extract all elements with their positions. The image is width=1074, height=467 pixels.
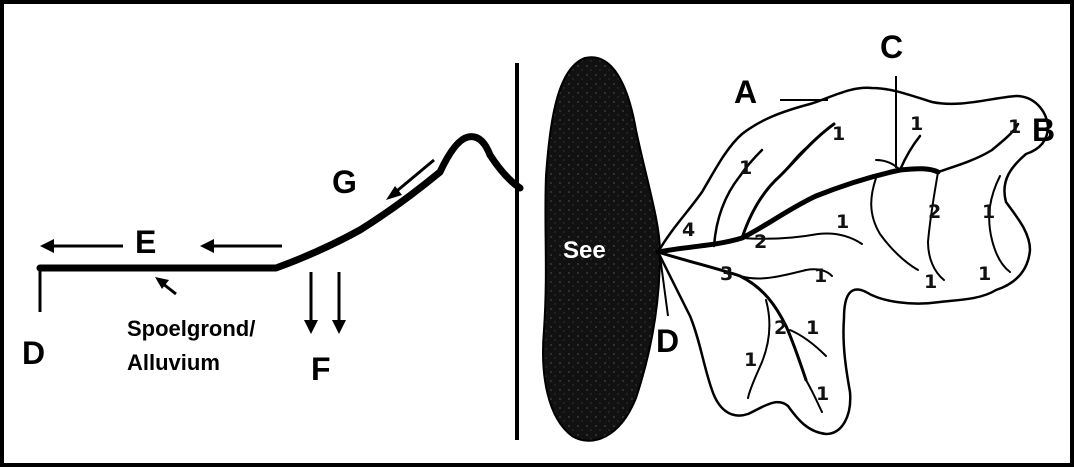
stream-order-label: 1 [832,123,845,145]
stream-order-label: 1 [744,349,757,371]
arrow-g-downslope [386,158,435,200]
stream-order-label: 1 [816,383,829,405]
label-b: B [1032,112,1055,148]
lake [542,56,662,442]
basin-outline [656,86,1050,436]
channel-east [927,171,945,281]
channel-south [656,250,808,382]
channel-east-branch [870,177,919,271]
stream-order-label: 2 [928,201,941,223]
valley-profile-line [36,133,524,272]
stream-order-label: 4 [682,219,695,241]
main-river-network [655,122,1020,413]
arrow-e-right [200,239,282,253]
stream-order-label: 1 [978,263,991,285]
channel-b [936,122,1020,174]
channel-c [898,134,922,172]
channel-mid [741,232,863,245]
stream-order-label: 1 [910,113,923,135]
floodplain-pointer-arrow [155,277,177,296]
stream-order-label: 1 [814,265,827,287]
river-profile: G E D F Spoelgrond/ Alluvium [22,63,524,440]
label-e: E [135,224,156,260]
stream-order-label: 1 [1008,116,1021,138]
label-a: A [734,74,757,110]
main-channel [655,166,941,255]
stream-order-labels: 1 1 1 1 4 2 1 2 1 3 1 1 1 2 1 1 1 [682,113,1021,405]
label-d-profile: D [22,335,45,371]
channel-n2 [875,159,901,171]
channel-s3 [805,379,823,413]
stream-order-label: 2 [774,317,787,339]
channel-s2 [789,329,827,357]
leader-d [659,255,669,317]
stream-order-label: 3 [720,263,733,285]
label-g: G [332,164,357,200]
label-f: F [311,351,331,387]
channel-sw [739,268,833,280]
stream-order-label: 1 [836,211,849,233]
label-d-basin: D [656,323,679,359]
floodplain-label-line1: Spoelgrond/ [127,316,255,341]
stream-order-label: 1 [739,157,752,179]
arrow-e-left [40,239,123,253]
channel-s1 [747,299,771,399]
label-c: C [880,29,903,65]
channel-left [712,148,764,248]
arrow-f-left [304,272,318,334]
arrow-f-right [332,272,346,334]
drainage-basin: See A B C D [542,29,1055,442]
stream-order-label: 2 [754,231,767,253]
floodplain-label-line2: Alluvium [127,350,220,375]
channel-far-east [988,175,1011,273]
channel-n1 [779,147,807,177]
stream-order-label: 1 [806,317,819,339]
stream-order-label: 1 [982,201,995,223]
lake-label: See [563,237,606,264]
stream-order-label: 1 [924,271,937,293]
label-leaders [659,76,897,317]
